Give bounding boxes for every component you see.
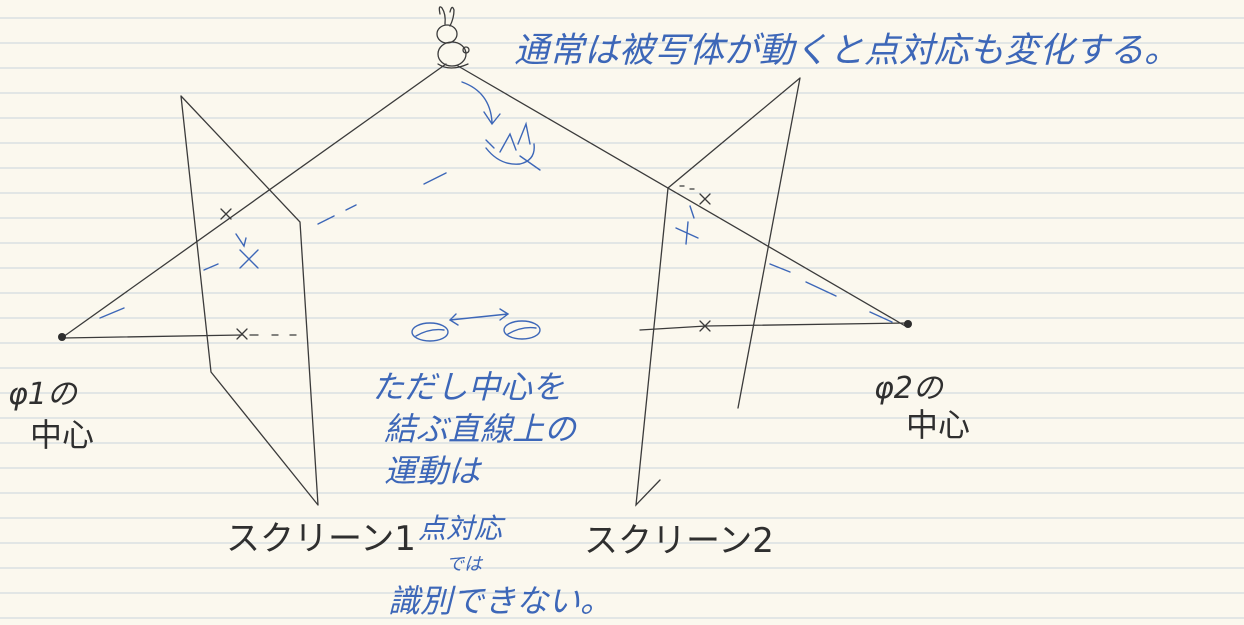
middle-note-line-1: ただし中心を xyxy=(372,368,564,406)
left-center-point xyxy=(58,333,66,341)
baseline xyxy=(62,322,908,339)
screen-2-plane xyxy=(635,77,801,507)
screen-2-label: スクリーン2 xyxy=(584,521,774,561)
center-note-line-3: 識別できない。 xyxy=(388,582,612,620)
right-center-label-line-1: φ2の xyxy=(874,371,945,406)
center-note-line-1: 点対応 xyxy=(418,512,506,545)
rabbit-icon xyxy=(436,6,470,69)
moved-marks xyxy=(235,205,699,269)
rabbit-sketch-icon xyxy=(485,121,541,171)
ray-right xyxy=(457,65,908,328)
middle-note-line-2: 結ぶ直線上の xyxy=(384,410,578,448)
left-center-label-line-1: φ1の xyxy=(8,377,79,412)
ray-left xyxy=(62,63,447,338)
ruled-lines xyxy=(0,17,1244,619)
screen-1-label: スクリーン1 xyxy=(226,519,416,559)
center-note-line-2: では xyxy=(446,554,484,575)
screen-1-plane xyxy=(180,95,319,506)
motion-arrow xyxy=(461,81,501,126)
right-center-label-line-2: 中心 xyxy=(906,406,970,444)
ellipse-object-icon xyxy=(411,308,541,342)
projection-marks xyxy=(220,185,711,340)
middle-note-line-3: 運動は xyxy=(384,452,483,490)
moved-projection-lines xyxy=(99,172,893,323)
top-note: 通常は被写体が動くと点対応も変化する。 xyxy=(514,31,1179,71)
left-center-label-line-2: 中心 xyxy=(30,416,94,454)
right-center-point xyxy=(904,320,912,328)
